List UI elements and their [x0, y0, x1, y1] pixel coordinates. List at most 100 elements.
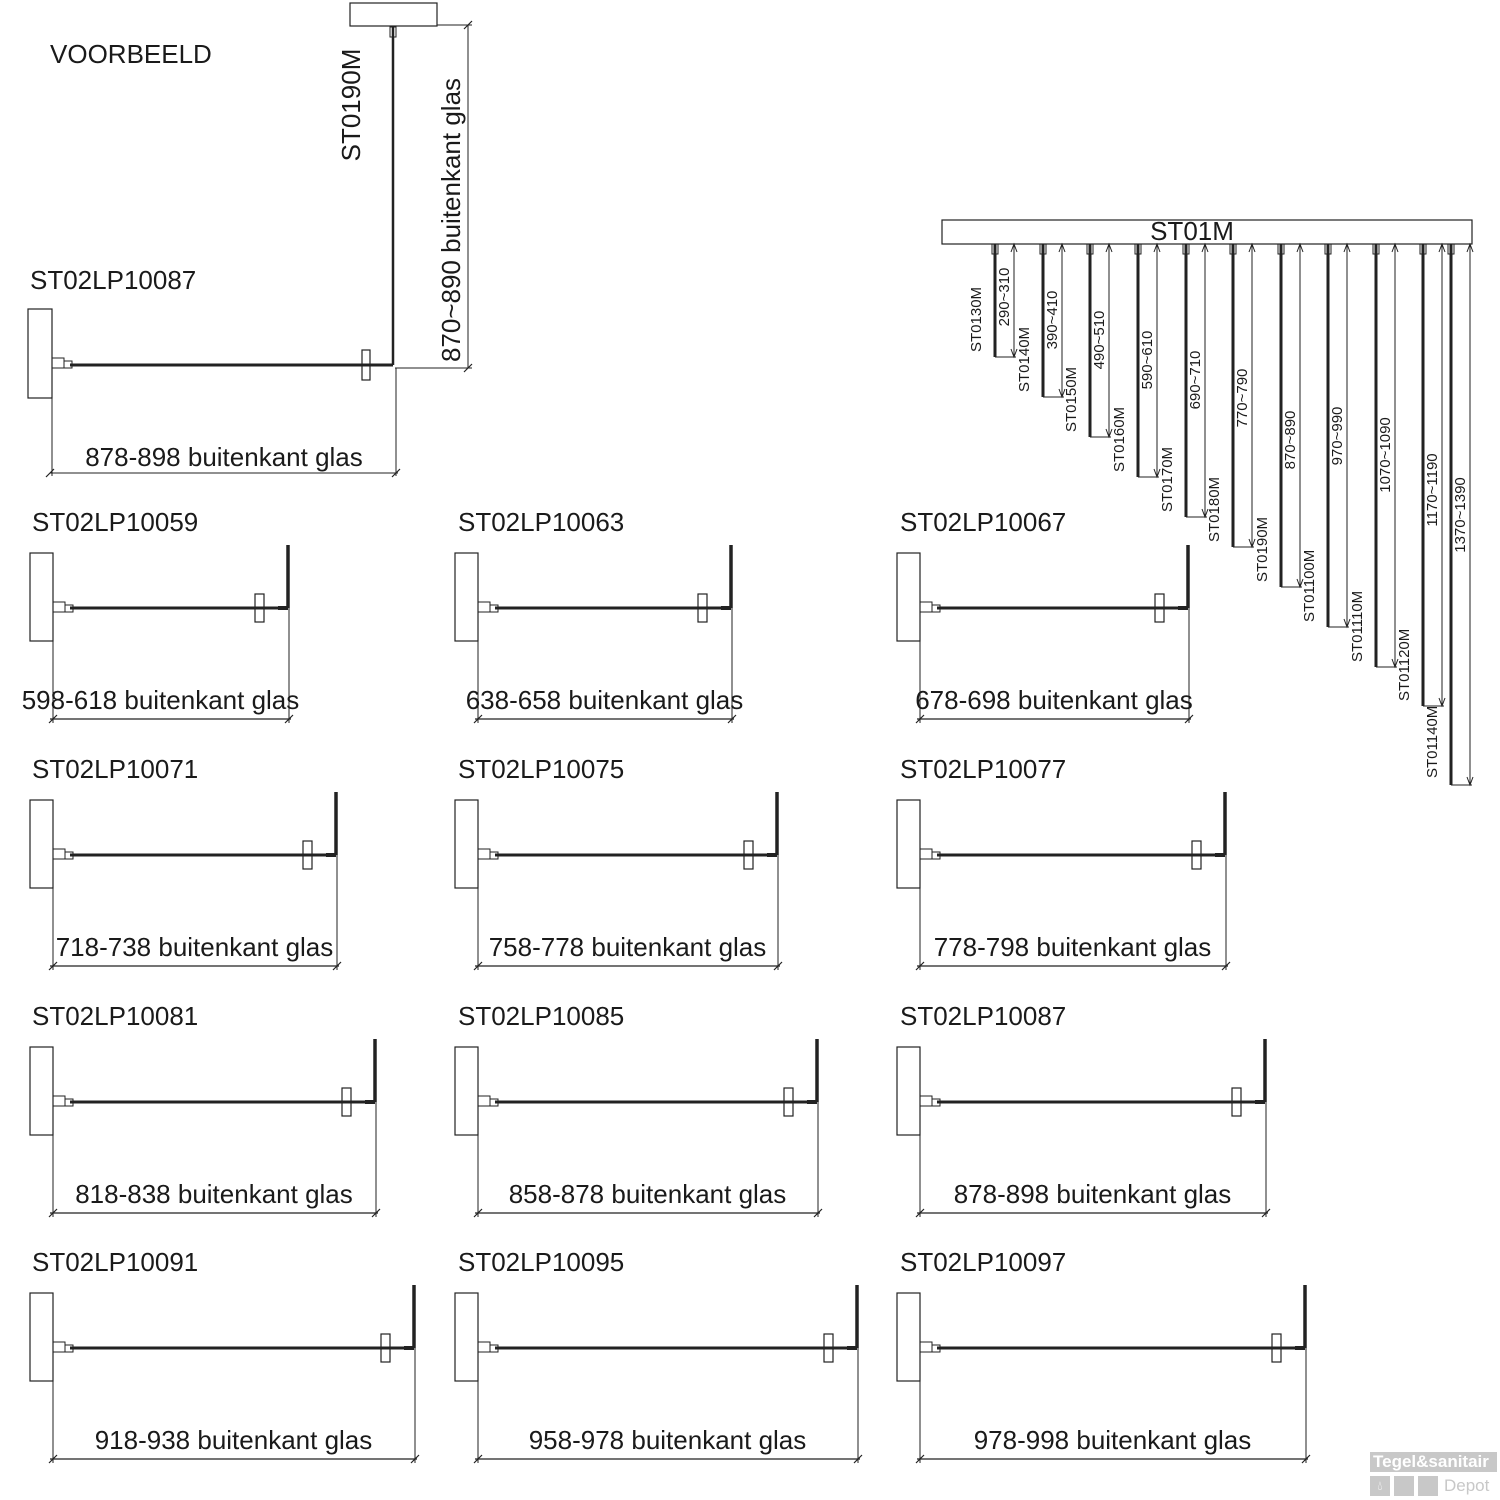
watermark-brand-top: Tegel&sanitair [1370, 1452, 1497, 1472]
dimension-tick [915, 1208, 925, 1218]
panel-code: ST02LP10067 [900, 507, 1066, 537]
panel-dimension-label: 858-878 buitenkant glas [509, 1179, 787, 1209]
rod-range-label: 690~710 [1187, 351, 1204, 410]
wall-plate [896, 1292, 921, 1382]
panel-dimension-label: 818-838 buitenkant glas [75, 1179, 353, 1209]
horizontal-dimension-label: 878-898 buitenkant glas [85, 442, 363, 472]
rod-range-label: 1170~1190 [1424, 453, 1441, 526]
rod-set-header-bar [941, 219, 1473, 245]
rod-code-label: ST01120M [1396, 629, 1413, 701]
rod-range-label: 970~990 [1329, 407, 1346, 466]
panel-code: ST02LP10095 [458, 1247, 624, 1277]
rod-range-label: 590~610 [1139, 331, 1156, 390]
dimension-tick [813, 1208, 823, 1218]
panel-code: ST02LP10085 [458, 1001, 624, 1031]
wall-plate [29, 552, 54, 642]
glass-clamp [1271, 1333, 1282, 1363]
arrow-up-icon [1391, 242, 1399, 253]
panel-code: ST02LP10075 [458, 754, 624, 784]
dimension-tick [463, 363, 473, 373]
dimension-tick [915, 1454, 925, 1464]
dimension-tick [48, 961, 58, 971]
dimension-tick [48, 1454, 58, 1464]
dimension-tick [1301, 1454, 1311, 1464]
panel-code: ST02LP10091 [32, 1247, 198, 1277]
rod-code-label: ST01140M [1424, 706, 1441, 778]
wall-bracket [919, 601, 933, 613]
wall-bracket [477, 601, 491, 613]
ceiling-plate [349, 2, 438, 27]
panel-dimension-label: 978-998 buitenkant glas [974, 1425, 1252, 1455]
wall-bracket [52, 1341, 66, 1353]
arrow-up-icon [1153, 242, 1161, 253]
dimension-tick [1221, 961, 1231, 971]
dimension-tick [473, 1208, 483, 1218]
rod-code-label: ST0170M [1159, 447, 1176, 512]
glass-clamp [1231, 1087, 1242, 1117]
water-drop-icon: 💧︎ [1370, 1476, 1390, 1496]
rod-range-label: 290~310 [996, 268, 1013, 327]
glass-clamp [783, 1087, 794, 1117]
rod-code-label: ST0130M [968, 287, 985, 352]
arrow-up-icon [1466, 242, 1474, 253]
dimension-tick [463, 20, 473, 30]
panel-code: ST02LP10077 [900, 754, 1066, 784]
panel-code: ST02LP10063 [458, 507, 624, 537]
vertical-rod-code: ST0190M [336, 49, 366, 162]
wall-bracket [919, 1095, 933, 1107]
dimension-tick [45, 468, 55, 478]
panel-dimension-label: 878-898 buitenkant glas [954, 1179, 1232, 1209]
rod-set-title: ST01M [1150, 216, 1234, 246]
wall-bracket [52, 601, 66, 613]
example-panel-code: ST02LP10087 [30, 265, 196, 295]
glass-clamp [1191, 840, 1202, 870]
glass-clamp [302, 840, 313, 870]
rod-code-label: ST0190M [1254, 517, 1271, 582]
rod-code-label: ST0160M [1111, 407, 1128, 472]
panel-code: ST02LP10059 [32, 507, 198, 537]
dimension-tick [915, 961, 925, 971]
wall-bracket [477, 1095, 491, 1107]
dimension-tick [332, 961, 342, 971]
wall-plate [27, 308, 53, 399]
wall-plate [454, 799, 479, 889]
panel-dimension-label: 958-978 buitenkant glas [529, 1425, 807, 1455]
glass-clamp [1154, 593, 1165, 623]
glass-clamp [254, 593, 265, 623]
rod-code-label: ST01100M [1301, 550, 1318, 622]
panel-dimension-label: 758-778 buitenkant glas [489, 932, 767, 962]
rod-code-label: ST0140M [1016, 327, 1033, 392]
wall-plate [29, 1292, 54, 1382]
arrow-up-icon [1343, 242, 1351, 253]
wall-plate [454, 1046, 479, 1136]
wall-bracket [51, 357, 65, 369]
arrow-up-icon [1105, 242, 1113, 253]
dimension-tick [853, 1454, 863, 1464]
wall-bracket [52, 1095, 66, 1107]
tile-icon [1418, 1476, 1438, 1496]
dimension-tick [915, 714, 925, 724]
arrow-up-icon [1296, 242, 1304, 253]
panel-code: ST02LP10071 [32, 754, 198, 784]
glass-clamp [743, 840, 754, 870]
wall-bracket [52, 848, 66, 860]
dimension-tick [48, 1208, 58, 1218]
glass-clamp [380, 1333, 391, 1363]
dimension-tick [473, 961, 483, 971]
dimension-tick [371, 1208, 381, 1218]
wall-bracket [477, 848, 491, 860]
wall-bracket [477, 1341, 491, 1353]
panel-dimension-label: 678-698 buitenkant glas [915, 685, 1193, 715]
wall-plate [29, 799, 54, 889]
dimension-tick [473, 1454, 483, 1464]
rod-range-label: 870~890 [1282, 411, 1299, 470]
wall-plate [896, 552, 921, 642]
rod-code-label: ST0180M [1206, 477, 1223, 542]
dimension-tick [391, 468, 401, 478]
dimension-tick [1184, 714, 1194, 724]
dimension-tick [410, 1454, 420, 1464]
tile-icon [1394, 1476, 1414, 1496]
watermark-brand-bottom: Depot [1444, 1476, 1490, 1495]
wall-plate [896, 799, 921, 889]
